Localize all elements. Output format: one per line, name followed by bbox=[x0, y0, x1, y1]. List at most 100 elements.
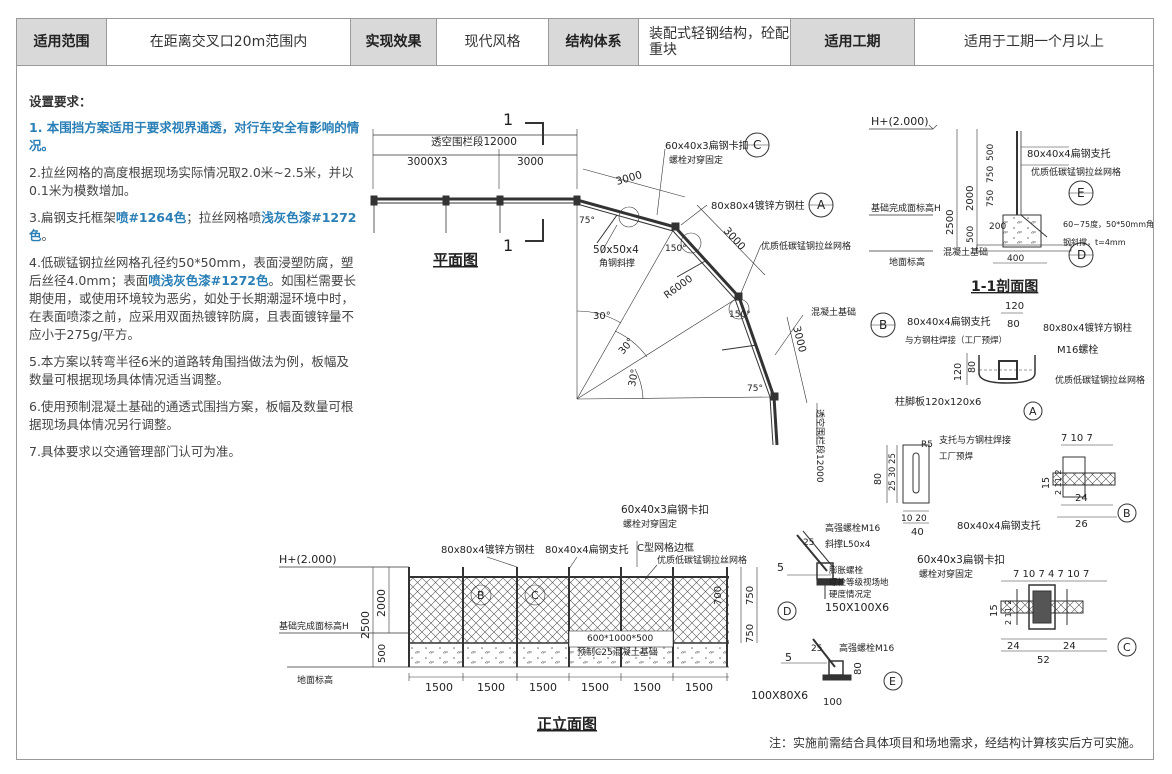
requirement-7-text: 7.具体要求以交通管理部门认可为准。 bbox=[29, 444, 241, 459]
detail-d-plate: 150X100X6 bbox=[825, 601, 889, 614]
plan-cut-mark-bottom: 1 bbox=[503, 236, 513, 255]
elevation-note-block: 预制C25混凝土基础 bbox=[577, 646, 658, 658]
plan-radius: R6000 bbox=[662, 273, 695, 301]
elevation-note-column: 80x80x4镀锌方钢柱 bbox=[441, 543, 535, 556]
elevation-dim-2500: 2500 bbox=[359, 611, 372, 639]
requirement-3-color-b: 浅灰色漆#1272色 bbox=[29, 210, 357, 243]
detail-b-dim-r5: R5 bbox=[921, 440, 933, 450]
detail-d-note-hardness: 硬度情况定 bbox=[829, 589, 872, 600]
detail-a-note-column: 80x80x4镀锌方钢柱 bbox=[1043, 322, 1132, 334]
detail-c-dim-24a: 24 bbox=[1007, 641, 1020, 652]
detail-d-note-brace: 斜撑L50x4 bbox=[825, 538, 871, 550]
detail-c bbox=[1000, 580, 1137, 657]
detail-a-note-weld: 与方钢柱焊接（工厂预焊） bbox=[905, 335, 1007, 346]
plan-dim-c: 3000 bbox=[615, 169, 644, 188]
elevation-level-ground: 地面标高 bbox=[297, 674, 333, 686]
header-value-duration: 适用于工期一个月以上 bbox=[964, 34, 1104, 50]
requirement-7: 7.具体要求以交通管理部门认可为准。 bbox=[29, 443, 361, 461]
detail-d-dim-25: 25 bbox=[803, 538, 814, 548]
requirement-6-text: 6.使用预制混凝土基础的通透式围挡方案，板幅及数量可根据现场具体情况另行调整。 bbox=[29, 399, 354, 432]
detail-d bbox=[777, 530, 844, 621]
detail-a-labels: B 80x40x4扁钢支托 与方钢柱焊接（工厂预焊） 80x80x4镀锌方钢柱 … bbox=[879, 301, 1145, 418]
detail-c-dim-24b: 24 bbox=[1063, 641, 1076, 652]
detail-b-dim-40: 40 bbox=[911, 527, 924, 538]
section-note-mesh: 优质低碳锰钢拉丝网格 bbox=[1031, 166, 1121, 178]
detail-d-note-grade: 螺栓等级视场地 bbox=[829, 577, 889, 588]
header-value-effect: 现代风格 bbox=[437, 19, 549, 65]
section-note-brace-2: 钢斜撑，t=4mm bbox=[1063, 237, 1126, 247]
detail-c-labels: 60x40x3扁钢卡扣 螺栓对穿固定 7 10 7 4 7 10 7 24 24… bbox=[917, 553, 1131, 666]
technical-drawing: 透空围栏段12000 3000X3 3000 3000 3000 3000 透空… bbox=[279, 110, 1153, 733]
plan-tag-c: C bbox=[753, 138, 761, 152]
section-dim-400: 400 bbox=[1007, 254, 1024, 264]
detail-c-dim-15: 15 bbox=[989, 604, 1000, 617]
detail-b-dim-80: 80 bbox=[873, 473, 884, 485]
requirement-3-text-c: 。 bbox=[41, 228, 55, 243]
section-dim-750a: 750 bbox=[986, 166, 996, 183]
elevation-note-bolt: 螺栓对穿固定 bbox=[623, 518, 677, 530]
section-note-found: 混凝土基础 bbox=[943, 246, 988, 258]
detail-b-dim-stack: 25 30 25 bbox=[888, 453, 898, 491]
requirement-1: 1. 本围挡方案适用于要求视界通透，对行车安全有影响的情况。 bbox=[29, 119, 361, 155]
plan-angle-1: 30° bbox=[593, 311, 611, 322]
plan-angle-2: 30° bbox=[617, 336, 637, 357]
detail-e-label: E bbox=[889, 675, 896, 688]
elevation-dim-750a: 750 bbox=[745, 586, 756, 605]
plan-angle-7: 75° bbox=[747, 384, 763, 394]
plan-dim-side: 透空围栏段12000 bbox=[814, 409, 826, 483]
section-note-brace-1: 60~75度，50*50mm角 bbox=[1063, 219, 1153, 229]
section-labels: H+(2.000) 基础完成面标高H 地面标高 80x40x4扁钢支托 优质低碳… bbox=[871, 115, 1153, 295]
elevation-labels: H+(2.000) 基础完成面标高H 地面标高 60x40x3扁钢卡扣 螺栓对穿… bbox=[279, 503, 756, 733]
detail-a-note-support: 80x40x4扁钢支托 bbox=[907, 315, 991, 328]
detail-b-note-factory: 工厂预焊 bbox=[939, 451, 974, 462]
requirement-4: 4.低碳锰钢拉丝网格孔径约50*50mm，表面浸塑防腐，塑后丝径4.0mm；表面… bbox=[29, 254, 361, 344]
plan-angle-6: 150° bbox=[729, 310, 751, 320]
plan-note-clip: 60x40x3扁钢卡扣 bbox=[665, 139, 749, 152]
plan-dim-e: 3000 bbox=[790, 325, 808, 354]
detail-c-dim-52: 52 bbox=[1037, 655, 1050, 666]
detail-c-dim-2112: 2 11 2 bbox=[1004, 600, 1013, 625]
section-view bbox=[869, 124, 1094, 268]
detail-a-dim-120a: 120 bbox=[1005, 301, 1024, 312]
section-dim-2500: 2500 bbox=[945, 210, 956, 235]
detail-a-note-mesh: 优质低碳锰钢拉丝网格 bbox=[1055, 374, 1145, 386]
detail-a-ref-tag: B bbox=[879, 318, 887, 332]
section-dim-750b: 750 bbox=[986, 190, 996, 207]
requirement-2: 2.拉丝网格的高度根据现场实际情况取2.0米~2.5米，并以0.1米为模数增加。 bbox=[29, 164, 361, 200]
elevation-span-6: 1500 bbox=[685, 681, 713, 694]
header-label-effect: 实现效果 bbox=[351, 19, 437, 65]
detail-a-dim-120b: 120 bbox=[953, 363, 964, 381]
requirement-3-text-b: ；拉丝网格喷 bbox=[186, 210, 262, 225]
elevation-note-support: 80x40x4扁钢支托 bbox=[545, 543, 629, 556]
detail-b-dim-2112: 2 11 2 bbox=[1054, 470, 1063, 495]
requirement-4-text-a: 4.低碳锰钢拉丝网格孔径约50*50mm，表面浸塑防腐，塑后丝径4.0mm；表面 bbox=[29, 255, 354, 288]
header-label-structure: 结构体系 bbox=[549, 19, 639, 65]
elevation-level-found: 基础完成面标高H bbox=[279, 620, 349, 632]
plan-title: 平面图 bbox=[433, 251, 478, 269]
elevation-span-4: 1500 bbox=[581, 681, 609, 694]
elevation-dim-700: 700 bbox=[713, 586, 724, 605]
section-level-ground: 地面标高 bbox=[889, 256, 925, 268]
detail-a-dim-80b: 80 bbox=[967, 361, 978, 373]
detail-b-dim-24: 24 bbox=[1075, 493, 1088, 504]
header-label-scope: 适用范围 bbox=[17, 19, 107, 65]
plan-note-mesh: 优质低碳锰钢拉丝网格 bbox=[761, 240, 851, 252]
elevation-dim-2000: 2000 bbox=[375, 589, 388, 617]
detail-e-plate: 100X80X6 bbox=[751, 689, 808, 702]
detail-e-dim-25: 25 bbox=[811, 644, 822, 654]
spec-header-table: 适用范围 在距离交叉口20m范围内 实现效果 现代风格 结构体系 装配式轻钢结构… bbox=[17, 19, 1153, 66]
detail-c-label: C bbox=[1123, 641, 1131, 654]
detail-b-labels: 支托与方钢柱焊接 工厂预焊 80x40x4扁钢支托 7 10 7 24 26 4… bbox=[873, 433, 1131, 538]
elevation-level-top: H+(2.000) bbox=[279, 553, 337, 566]
requirement-6: 6.使用预制混凝土基础的通透式围挡方案，板幅及数量可根据现场具体情况另行调整。 bbox=[29, 398, 361, 434]
header-value-scope: 在距离交叉口20m范围内 bbox=[107, 19, 351, 65]
detail-b-dim-26: 26 bbox=[1075, 519, 1088, 530]
plan-tag-a: A bbox=[817, 198, 826, 212]
plan-angle-3: 30° bbox=[627, 368, 641, 387]
elevation-tag-b: B bbox=[477, 589, 485, 602]
elevation-dim-750b: 750 bbox=[745, 624, 756, 643]
requirement-5: 5.本方案以转弯半径6米的道路转角围挡做法为例，板幅及数量可根据现场具体情况适当… bbox=[29, 353, 361, 389]
detail-e-note-bolt: 高强螺栓M16 bbox=[839, 642, 894, 654]
detail-e-dim-5: 5 bbox=[785, 651, 792, 664]
header-label-duration: 适用工期 bbox=[791, 19, 915, 65]
